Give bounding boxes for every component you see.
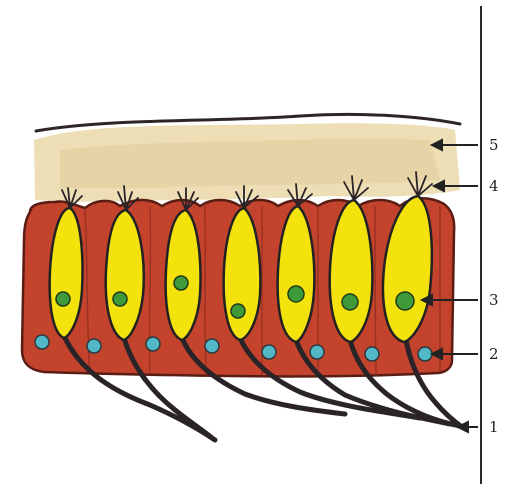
receptor-cell (166, 210, 201, 340)
receptor-nucleus (113, 292, 127, 306)
basal-cell (205, 339, 219, 353)
receptor-nucleus (288, 286, 304, 302)
label-2: 2 (489, 345, 499, 363)
mucus-layer-shade (60, 138, 440, 188)
receptor-nucleus (174, 276, 188, 290)
receptor-nucleus (396, 292, 414, 310)
receptor-cell (224, 208, 261, 340)
label-5: 5 (489, 136, 499, 154)
basal-cell (365, 347, 379, 361)
basal-cell (310, 345, 324, 359)
basal-cell (87, 339, 101, 353)
label-1: 1 (489, 418, 499, 436)
basal-cell (262, 345, 276, 359)
receptor-cell (106, 210, 144, 340)
receptor-nucleus (342, 294, 358, 310)
label-3: 3 (489, 291, 499, 309)
basal-cell (35, 335, 49, 349)
receptor-nucleus (56, 292, 70, 306)
label-4: 4 (489, 177, 499, 195)
receptor-nucleus (231, 304, 245, 318)
basal-cell (146, 337, 160, 351)
